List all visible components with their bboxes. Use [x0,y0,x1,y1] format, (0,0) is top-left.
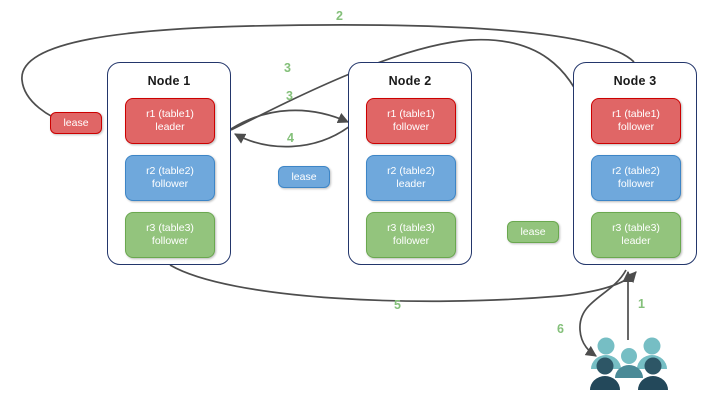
replica-r3-node1: r3 (table3) follower [125,212,215,258]
replica-name: r1 (table1) [612,108,660,120]
step-label-5: 5 [394,298,401,312]
node-title-3: Node 3 [613,74,657,88]
replica-role: follower [392,235,430,247]
replica-r2-node3: r2 (table2) follower [591,155,681,201]
replica-role: follower [151,178,189,190]
lease-label: lease [520,226,546,238]
replica-role: follower [151,235,189,247]
replica-r1-node2: r1 (table1) follower [366,98,456,144]
step-label-2: 2 [336,9,343,23]
replica-r3-node2: r3 (table3) follower [366,212,456,258]
replica-role: leader [621,235,651,247]
replica-r2-node2: r2 (table2) leader [366,155,456,201]
replica-role: leader [155,121,185,133]
replica-name: r1 (table1) [146,108,194,120]
edge-5-path [169,264,637,303]
replica-name: r3 (table3) [387,222,435,234]
replica-name: r3 (table3) [146,222,194,234]
step-label-6: 6 [557,322,564,336]
lease-badge-red: lease [50,112,102,134]
replica-r2-node1: r2 (table2) follower [125,155,215,201]
replica-role: follower [617,178,655,190]
lease-label: lease [63,117,89,129]
edge-3-lower-path [230,109,350,130]
replica-name: r3 (table3) [612,222,660,234]
replica-r1-node3: r1 (table1) follower [591,98,681,144]
lease-badge-blue: lease [278,166,330,188]
lease-label: lease [291,171,317,183]
step-label-1: 1 [638,297,645,311]
replica-role: leader [396,178,426,190]
replica-name: r2 (table2) [387,165,435,177]
node-title-2: Node 2 [388,74,432,88]
node-card-2: Node 2 r1 (table1) follower r2 (table2) … [348,62,472,265]
node-title-1: Node 1 [147,74,191,88]
replica-r3-node3: r3 (table3) leader [591,212,681,258]
replica-role: follower [617,121,655,133]
node-card-1: Node 1 r1 (table1) leader r2 (table2) fo… [107,62,231,265]
lease-badge-green: lease [507,221,559,243]
step-label-3-lower: 3 [286,89,293,103]
node-card-3: Node 3 r1 (table1) follower r2 (table2) … [573,62,697,265]
replica-r1-node1: r1 (table1) leader [125,98,215,144]
step-label-3-upper: 3 [284,61,291,75]
step-label-4: 4 [287,131,294,145]
replica-name: r1 (table1) [387,108,435,120]
users-icon [590,337,668,390]
replica-name: r2 (table2) [612,165,660,177]
replica-name: r2 (table2) [146,165,194,177]
replica-role: follower [392,121,430,133]
